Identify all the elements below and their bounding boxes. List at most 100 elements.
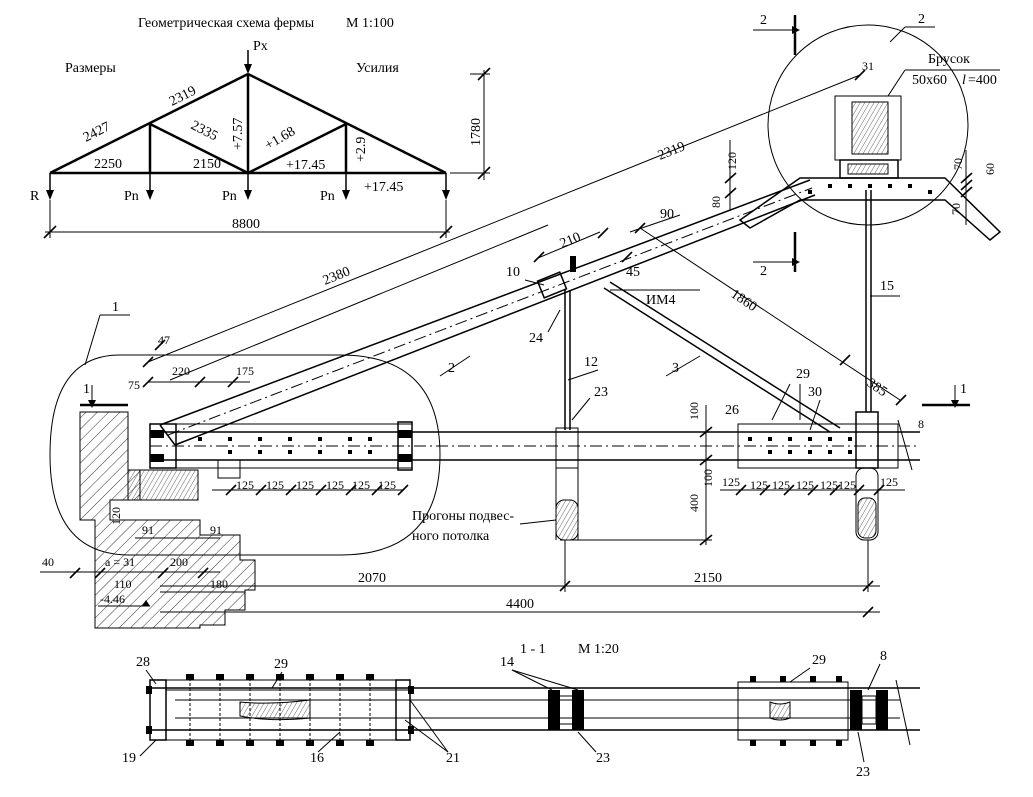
pitch-r-4: 125 — [796, 478, 814, 492]
pitch-dims-right: 125 125 125 125 125 125 125 — [722, 475, 898, 492]
section-callout-14: 14 — [500, 655, 514, 670]
dim-175: 175 — [236, 364, 254, 378]
dim-2150: 2150 — [694, 571, 722, 586]
pitch-r-1: 125 — [722, 475, 740, 489]
pitch-r-3: 125 — [772, 478, 790, 492]
dim-80: 80 — [709, 196, 723, 208]
label-im4: ИМ4 — [646, 293, 676, 308]
dim-91-a: 91 — [142, 523, 154, 537]
callout-15: 15 — [880, 279, 894, 294]
dim-91-b: 91 — [210, 523, 222, 537]
callout-3: 3 — [672, 361, 679, 376]
callout-12: 12 — [584, 355, 598, 370]
reaction-r: R — [30, 189, 40, 204]
node-load-1: Pn — [124, 189, 139, 204]
dim-upper-left: 2427 — [81, 119, 113, 145]
dim-2380: 2380 — [321, 264, 353, 288]
callout-1: 1 — [112, 300, 119, 315]
brusok-label-1: Брусок — [928, 52, 970, 67]
detail-2-label: 2 — [918, 12, 925, 27]
node-load-2: Pn — [222, 189, 237, 204]
dim-220: 220 — [172, 364, 190, 378]
dim-100-b: 100 — [701, 469, 715, 487]
pitch-l-3: 125 — [296, 478, 314, 492]
level-mark: -4.46 — [100, 592, 125, 606]
dim-span: 8800 — [232, 217, 260, 232]
hanger-12 — [536, 256, 579, 541]
load-px: Px — [253, 39, 268, 54]
upper-chord — [159, 179, 816, 446]
callout-24: 24 — [529, 331, 543, 346]
scheme-title: Геометрическая схема фермы — [138, 16, 315, 31]
pitch-l-5: 125 — [352, 478, 370, 492]
dim-210: 210 — [558, 230, 583, 252]
pitch-l-1: 125 — [236, 478, 254, 492]
dim-diag: 2335 — [188, 118, 220, 144]
section-callout-29b: 29 — [812, 653, 826, 668]
section-callout-19: 19 — [122, 751, 136, 766]
sizes-label: Размеры — [65, 61, 116, 76]
force-diag: +1.68 — [263, 124, 299, 153]
dim-400: 400 — [687, 494, 701, 512]
section-callout-29a: 29 — [274, 657, 288, 672]
dim-200: 200 — [170, 555, 188, 569]
dim-1860: 1860 — [728, 287, 760, 315]
section-callout-21: 21 — [446, 751, 460, 766]
ridge-joint — [738, 95, 1002, 241]
purlins-label-1: Прогоны подвес- — [412, 509, 514, 524]
section-callout-28: 28 — [136, 655, 150, 670]
section-callout-16: 16 — [310, 751, 324, 766]
pitch-l-6: 125 — [378, 478, 396, 492]
pitch-l-2: 125 — [266, 478, 284, 492]
section-1-right: 1 — [960, 382, 967, 397]
purlins-label-2: ного потолка — [412, 529, 490, 544]
section-callout-8: 8 — [880, 649, 887, 664]
brusok-label-3: =400 — [968, 73, 997, 88]
dim-8: 8 — [918, 417, 924, 431]
section-callout-23a: 23 — [596, 751, 610, 766]
dim-180: 180 — [210, 577, 228, 591]
forces-label: Усилия — [356, 61, 399, 76]
detail-circle-2 — [767, 24, 969, 226]
force-post: +7.57 — [231, 118, 246, 150]
pitch-dims-left: 125 125 125 125 125 125 — [236, 478, 396, 492]
scheme-scale: М 1:100 — [346, 16, 394, 31]
brusok-label-2: 50х60 — [912, 73, 947, 88]
dim-bottom-1: 2250 — [94, 157, 122, 172]
dim-2319: 2319 — [656, 139, 688, 163]
dim-385: 385 — [864, 376, 890, 400]
pitch-r-5: 125 — [820, 478, 838, 492]
force-bottom-right: +17.45 — [364, 180, 403, 195]
dim-31: 31 — [862, 59, 874, 73]
dim-120: 120 — [109, 507, 123, 525]
strut — [603, 287, 831, 433]
dim-110: 110 — [114, 577, 132, 591]
force-hanger: +2.9 — [354, 137, 369, 162]
callout-30: 30 — [808, 385, 822, 400]
dim-2070: 2070 — [358, 571, 386, 586]
section-callout-23b: 23 — [856, 765, 870, 780]
pitch-l-4: 125 — [326, 478, 344, 492]
dim-45: 45 — [626, 265, 640, 280]
dim-100-a: 100 — [687, 402, 701, 420]
node-load-3: Pn — [320, 189, 335, 204]
dim-75: 75 — [128, 378, 140, 392]
dim-120-top: 120 — [725, 152, 739, 170]
geometric-scheme: Геометрическая схема фермы М 1:100 Разме… — [30, 16, 491, 239]
hanger-15 — [855, 190, 879, 541]
dim-70-a: 70 — [951, 158, 965, 170]
dim-70-b: 70 — [949, 203, 963, 215]
callout-29: 29 — [796, 367, 810, 382]
detail-ellipse-1 — [49, 354, 441, 556]
callout-26: 26 — [725, 403, 739, 418]
dim-60: 60 — [983, 163, 997, 175]
section-scale: М 1:20 — [578, 642, 619, 657]
section-1-1: 1 - 1 М 1:20 — [122, 642, 920, 780]
section-1-left: 1 — [83, 382, 90, 397]
left-joint-plates — [149, 421, 413, 479]
mauerlat-block — [127, 469, 199, 501]
dim-a: a = 31 — [105, 555, 135, 569]
callout-10: 10 — [506, 265, 520, 280]
pitch-r-2: 125 — [750, 478, 768, 492]
